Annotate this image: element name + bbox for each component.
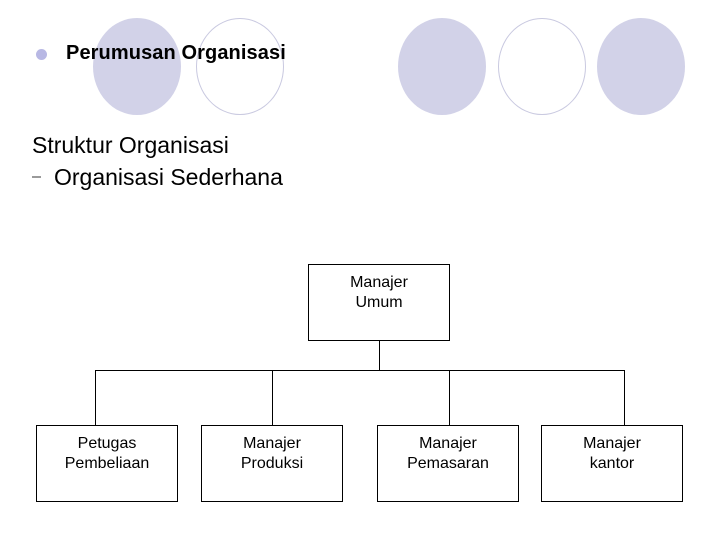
org-node-manajer-produksi: Manajer Produksi xyxy=(201,425,343,502)
connector-stem-petugas-pembeliaan xyxy=(95,370,96,425)
org-node-label-line2: kantor xyxy=(589,455,635,473)
connector-root-stem xyxy=(379,341,380,371)
connector-bus xyxy=(95,370,625,371)
body-text-block: Struktur Organisasi Organisasi Sederhana xyxy=(32,130,283,193)
subtitle-heading: Struktur Organisasi xyxy=(32,132,229,158)
org-node-label-line1: Manajer xyxy=(419,435,477,452)
sub-item-label: Organisasi Sederhana xyxy=(54,164,283,191)
org-node-label-line1: Manajer xyxy=(350,274,408,291)
dash-bullet-icon xyxy=(32,176,41,179)
org-node-label-line2: Pembeliaan xyxy=(64,455,150,473)
sub-item-row: Organisasi Sederhana xyxy=(32,162,283,192)
org-node-label-line2: Produksi xyxy=(240,455,304,473)
connector-stem-manajer-produksi xyxy=(272,370,273,425)
slide-title-row: Perumusan Organisasi xyxy=(36,42,286,64)
connector-stem-manajer-pemasaran xyxy=(449,370,450,425)
org-node-label-line2: Umum xyxy=(355,294,403,312)
page-title: Perumusan Organisasi xyxy=(66,42,286,64)
connector-stem-manajer-kantor xyxy=(624,370,625,425)
org-node-label-line1: Manajer xyxy=(243,435,301,452)
disc-bullet-icon xyxy=(36,48,47,60)
org-node-petugas-pembeliaan: Petugas Pembeliaan xyxy=(36,425,178,502)
org-node-manajer-kantor: Manajer kantor xyxy=(541,425,683,502)
org-node-label-line2: Pemasaran xyxy=(407,455,489,473)
org-node-label-line1: Manajer xyxy=(583,435,641,452)
org-node-label-line1: Petugas xyxy=(77,435,137,452)
org-node-manajer-pemasaran: Manajer Pemasaran xyxy=(377,425,519,502)
org-node-manajer-umum: Manajer Umum xyxy=(308,264,450,341)
